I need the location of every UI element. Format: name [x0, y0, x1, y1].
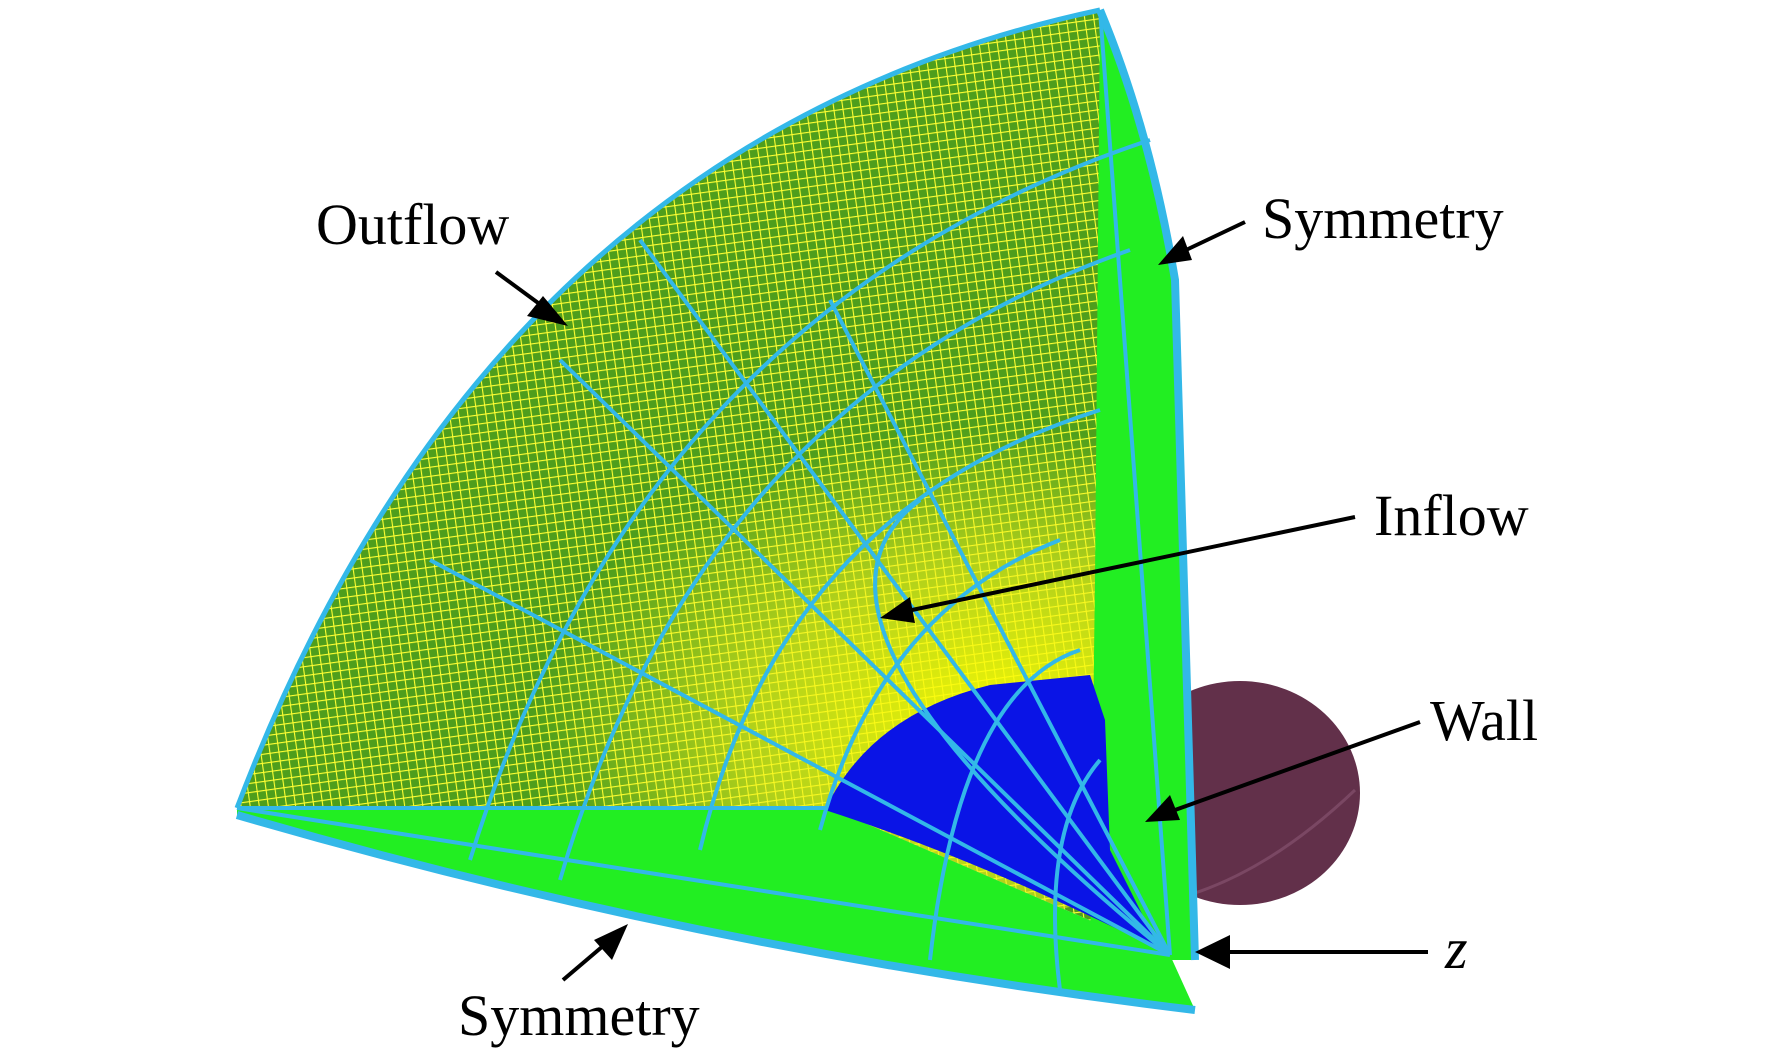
arrow-symmetry-top — [1158, 220, 1246, 265]
block-lines — [236, 9, 1172, 991]
label-wall: Wall — [1430, 688, 1538, 753]
label-symmetry-bottom: Symmetry — [458, 983, 700, 1048]
wall-surface — [825, 675, 1160, 950]
arrow-inflow — [880, 515, 1356, 623]
symmetry-plane-bottom — [235, 806, 1196, 1014]
arrow-z-axis — [1195, 935, 1428, 969]
label-outflow: Outflow — [316, 192, 509, 257]
label-z-axis: z — [1444, 916, 1468, 981]
arrow-symmetry-bottom — [561, 924, 628, 982]
arrow-outflow — [494, 270, 568, 326]
arrow-wall — [1145, 720, 1421, 822]
outflow-edge — [234, 7, 1101, 809]
label-symmetry-top: Symmetry — [1262, 186, 1504, 251]
label-inflow: Inflow — [1374, 483, 1529, 548]
